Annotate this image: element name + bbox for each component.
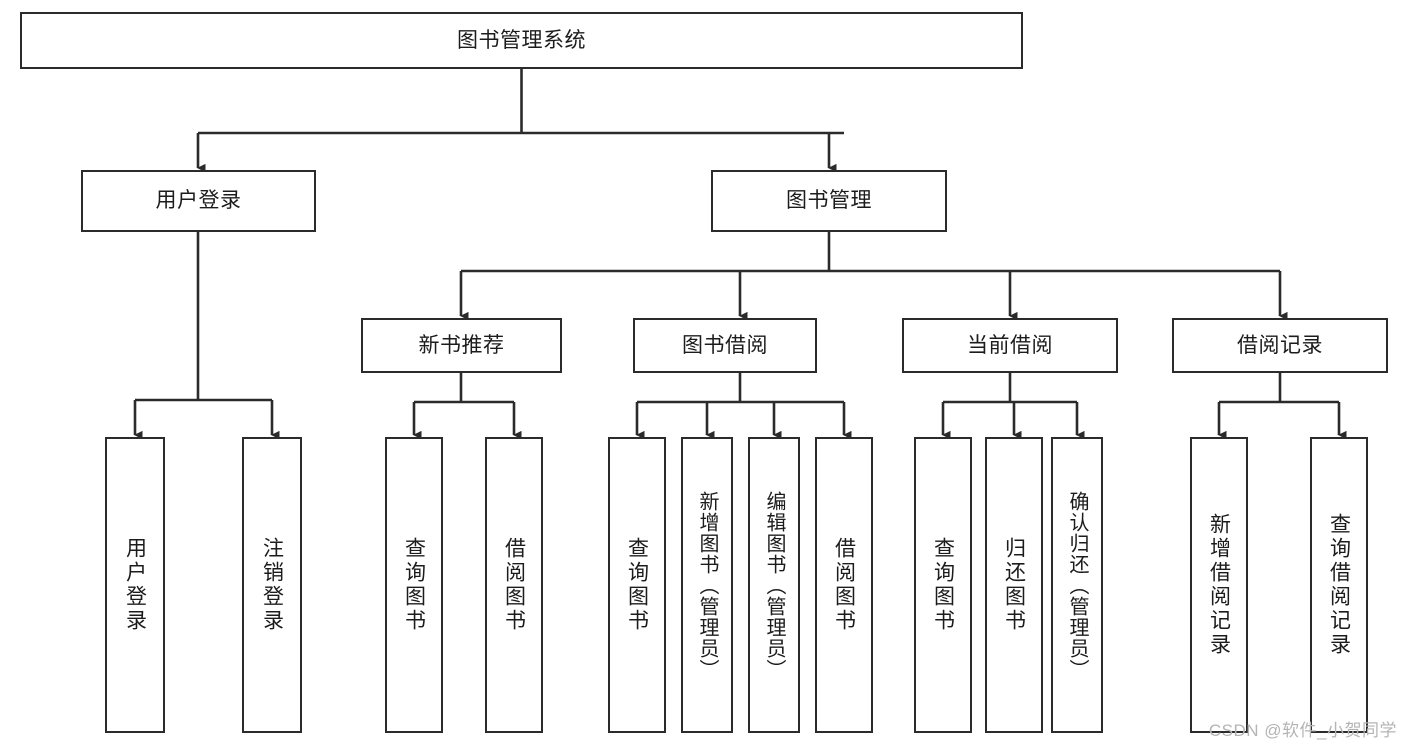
node-book-borrow-label: 图书借阅 bbox=[682, 333, 768, 357]
node-current-borrow[interactable]: 当前借阅 bbox=[902, 318, 1118, 373]
node-current-borrow-label: 当前借阅 bbox=[967, 333, 1053, 357]
node-leaf-query-record-label: 查询借阅记录 bbox=[1327, 513, 1351, 657]
node-leaf-add-record-label: 新增借阅记录 bbox=[1207, 513, 1231, 657]
node-book-borrow[interactable]: 图书借阅 bbox=[633, 318, 817, 373]
node-leaf-query-record[interactable]: 查询借阅记录 bbox=[1310, 437, 1368, 733]
node-leaf-add-book-label: 新增图书（管理员） bbox=[696, 490, 718, 680]
node-leaf-query-book-2-label: 查询图书 bbox=[625, 537, 649, 633]
node-leaf-user-login[interactable]: 用户登录 bbox=[105, 437, 165, 733]
node-user-login[interactable]: 用户登录 bbox=[81, 170, 316, 232]
node-new-book-rec[interactable]: 新书推荐 bbox=[361, 318, 562, 373]
node-leaf-borrow-book-2-label: 借阅图书 bbox=[832, 537, 856, 633]
node-book-manage-label: 图书管理 bbox=[786, 189, 872, 213]
node-leaf-query-book-2[interactable]: 查询图书 bbox=[608, 437, 666, 733]
node-borrow-record-label: 借阅记录 bbox=[1237, 333, 1323, 357]
node-root-label: 图书管理系统 bbox=[457, 28, 586, 52]
node-leaf-logout[interactable]: 注销登录 bbox=[242, 437, 302, 733]
node-user-login-label: 用户登录 bbox=[155, 189, 242, 213]
node-leaf-logout-label: 注销登录 bbox=[260, 537, 284, 633]
node-leaf-add-record[interactable]: 新增借阅记录 bbox=[1190, 437, 1248, 733]
node-leaf-user-login-label: 用户登录 bbox=[123, 537, 147, 633]
node-borrow-record[interactable]: 借阅记录 bbox=[1172, 318, 1388, 373]
node-leaf-confirm-return[interactable]: 确认归还（管理员） bbox=[1051, 437, 1103, 733]
node-leaf-edit-book-label: 编辑图书（管理员） bbox=[763, 490, 785, 680]
node-leaf-return-book[interactable]: 归还图书 bbox=[985, 437, 1043, 733]
node-root[interactable]: 图书管理系统 bbox=[20, 12, 1023, 69]
node-leaf-confirm-return-label: 确认归还（管理员） bbox=[1066, 490, 1088, 680]
node-leaf-query-book-1[interactable]: 查询图书 bbox=[385, 437, 443, 733]
node-leaf-borrow-book-1[interactable]: 借阅图书 bbox=[485, 437, 543, 733]
node-leaf-query-book-3[interactable]: 查询图书 bbox=[914, 437, 972, 733]
node-leaf-return-book-label: 归还图书 bbox=[1002, 537, 1026, 633]
node-new-book-rec-label: 新书推荐 bbox=[418, 333, 505, 357]
node-leaf-query-book-3-label: 查询图书 bbox=[931, 537, 955, 633]
node-leaf-borrow-book-2[interactable]: 借阅图书 bbox=[815, 437, 873, 733]
node-leaf-borrow-book-1-label: 借阅图书 bbox=[502, 537, 526, 633]
node-leaf-query-book-1-label: 查询图书 bbox=[402, 537, 426, 633]
node-leaf-edit-book[interactable]: 编辑图书（管理员） bbox=[748, 437, 800, 733]
node-leaf-add-book[interactable]: 新增图书（管理员） bbox=[681, 437, 733, 733]
node-book-manage[interactable]: 图书管理 bbox=[711, 170, 947, 232]
